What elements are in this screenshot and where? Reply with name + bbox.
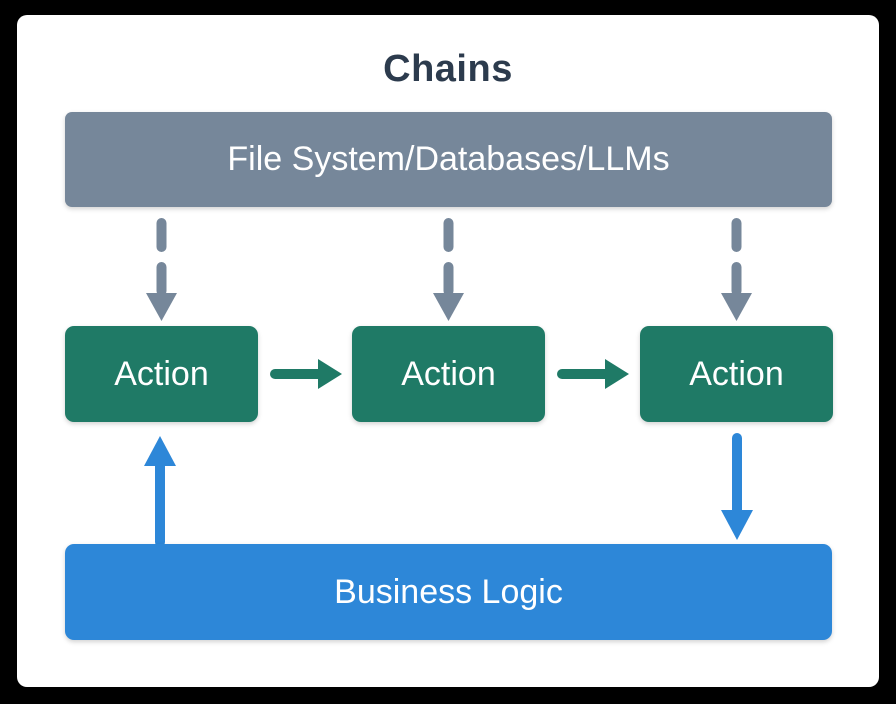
diagram-title: Chains: [383, 48, 513, 90]
logic-down-arrow-icon: [721, 433, 753, 540]
action-node: Action: [65, 326, 258, 422]
resources-node: File System/Databases/LLMs: [65, 112, 832, 207]
flow-right-arrow-icon: [557, 359, 629, 389]
action-node-label: Action: [689, 354, 784, 393]
business-logic-node: Business Logic: [65, 544, 832, 640]
action-node-label: Action: [401, 354, 496, 393]
logic-up-arrow-icon: [144, 436, 176, 546]
flow-right-arrow-icon: [270, 359, 342, 389]
dashed-down-arrow-icon: [433, 218, 464, 321]
action-node-label: Action: [114, 354, 209, 393]
dashed-down-arrow-icon: [146, 218, 177, 321]
chains-diagram-card: Chains File System/Databases/LLMs Action…: [17, 15, 879, 687]
action-node: Action: [352, 326, 545, 422]
business-logic-node-label: Business Logic: [334, 572, 563, 611]
resources-node-label: File System/Databases/LLMs: [227, 140, 670, 178]
action-node: Action: [640, 326, 833, 422]
dashed-down-arrow-icon: [721, 218, 752, 321]
